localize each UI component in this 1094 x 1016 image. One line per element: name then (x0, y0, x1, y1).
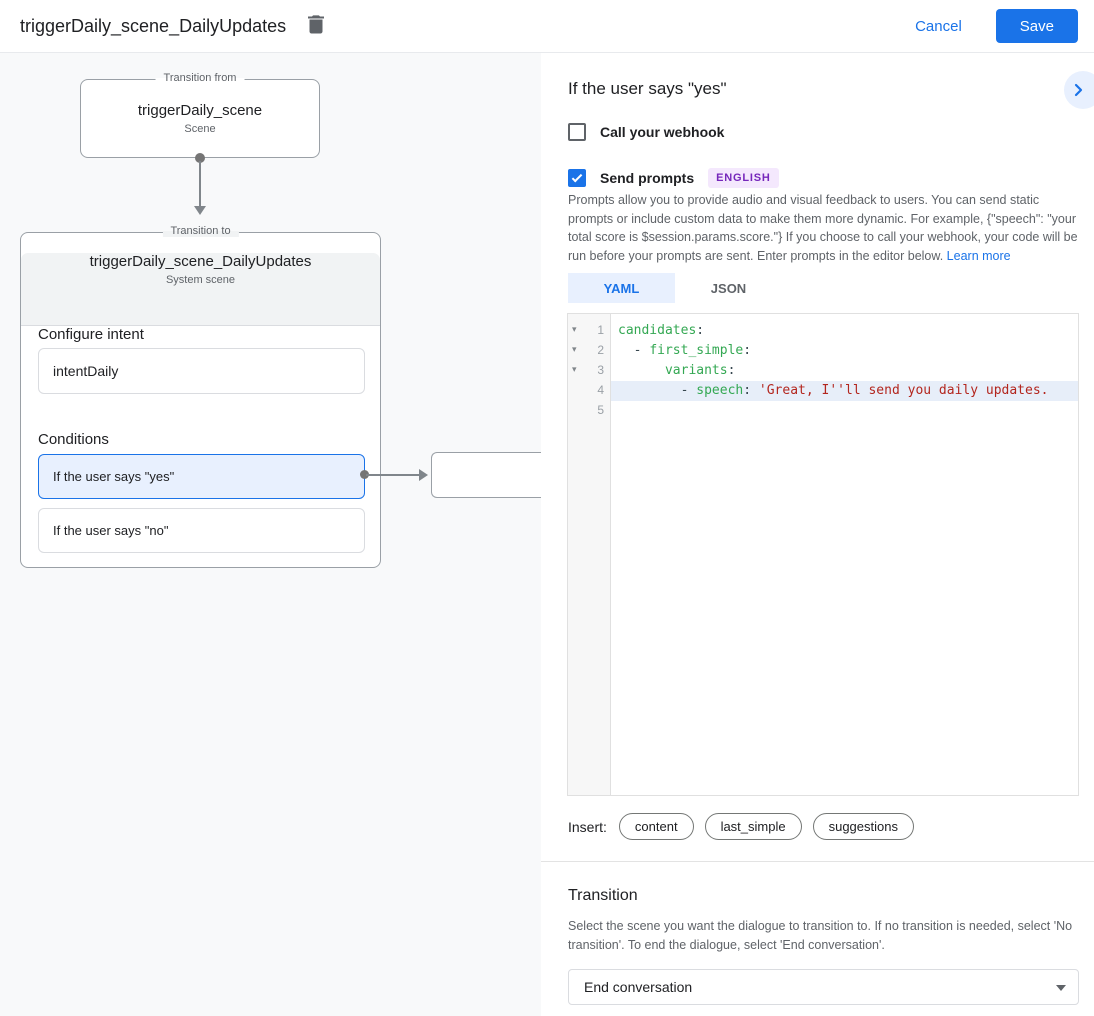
transition-target-node[interactable] (431, 452, 541, 498)
dropdown-caret-icon (1056, 985, 1066, 991)
top-bar: triggerDaily_scene_DailyUpdates Cancel S… (0, 0, 1094, 53)
insert-chip-content[interactable]: content (618, 813, 694, 840)
conditions-label: Conditions (38, 431, 109, 448)
section-divider (541, 861, 1094, 862)
code-line-highlighted: - speech: 'Great, I''ll send you daily u… (611, 381, 1078, 401)
insert-chip-last-simple[interactable]: last_simple (704, 813, 802, 840)
tab-json[interactable]: JSON (675, 273, 782, 303)
code-token (618, 363, 665, 378)
page-title: triggerDaily_scene_DailyUpdates (20, 15, 287, 36)
prompts-description-text: Prompts allow you to provide audio and v… (568, 193, 1078, 263)
code-token: 'Great, I''ll send you daily updates. (758, 383, 1049, 398)
code-line: - first_simple: (611, 341, 1078, 361)
transition-select[interactable]: End conversation (568, 969, 1079, 1005)
condition-item-yes[interactable]: If the user says "yes" (38, 454, 365, 499)
intent-value: intentDaily (53, 363, 119, 379)
connector-dot (195, 153, 205, 163)
transition-to-node[interactable]: Transition to triggerDaily_scene_DailyUp… (20, 225, 381, 568)
transition-select-value: End conversation (584, 979, 693, 995)
code-token: - (618, 343, 650, 358)
learn-more-link[interactable]: Learn more (946, 248, 1011, 263)
to-scene-subtitle: System scene (165, 274, 236, 286)
connector-line-vertical (199, 161, 201, 207)
transition-heading: Transition (568, 887, 638, 904)
code-line (611, 401, 1078, 421)
to-scene-title: triggerDaily_scene_DailyUpdates (89, 253, 312, 270)
cancel-button[interactable]: Cancel (915, 17, 962, 35)
arrow-right-icon (419, 469, 428, 481)
transition-description: Select the scene you want the dialogue t… (568, 919, 1073, 952)
scene-diagram-canvas[interactable]: Transition from triggerDaily_scene Scene… (0, 53, 541, 1016)
check-icon (571, 171, 583, 182)
send-prompts-checkbox[interactable] (568, 169, 586, 187)
connector-dot (360, 470, 369, 479)
code-token: first_simple (649, 343, 744, 358)
trash-icon (308, 15, 325, 37)
arrow-down-icon (194, 206, 206, 215)
call-webhook-label: Call your webhook (600, 124, 725, 140)
scene-card-header: triggerDaily_scene_DailyUpdates System s… (21, 253, 380, 326)
line-number: 3 (597, 363, 604, 377)
intent-field[interactable]: intentDaily (38, 348, 365, 394)
configure-intent-label: Configure intent (38, 326, 144, 343)
gutter-row: 4 (568, 381, 610, 401)
transition-to-legend: Transition to (162, 225, 239, 237)
code-token: candidates (618, 323, 697, 338)
line-number: 2 (597, 343, 604, 357)
gutter-row: ▾ 3 (568, 361, 610, 381)
code-line: variants: (611, 361, 1078, 381)
code-token: - (618, 383, 697, 398)
code-area[interactable]: candidates: - first_simple: variants: - … (611, 314, 1078, 795)
connector-line-horizontal (366, 474, 420, 476)
fold-arrow-icon[interactable]: ▾ (572, 364, 577, 374)
prompts-row: Send prompts ENGLISH (568, 168, 779, 188)
code-token: : (743, 343, 752, 358)
line-number: 1 (597, 323, 604, 337)
line-number: 4 (597, 383, 604, 397)
transition-from-node[interactable]: Transition from triggerDaily_scene Scene (80, 72, 320, 158)
transition-from-legend: Transition from (155, 72, 245, 84)
code-token: : (743, 383, 759, 398)
fold-arrow-icon[interactable]: ▾ (572, 344, 577, 354)
gutter-row: ▾ 1 (568, 321, 610, 341)
code-line: candidates: (611, 321, 1078, 341)
editor-tabs: YAML JSON (568, 273, 782, 303)
collapse-panel-button[interactable] (1064, 71, 1094, 109)
gutter-row: 5 (568, 401, 610, 421)
chevron-right-icon (1072, 83, 1086, 97)
from-scene-subtitle: Scene (184, 123, 216, 135)
insert-label: Insert: (568, 818, 607, 835)
code-token: : (727, 363, 736, 378)
call-webhook-checkbox[interactable] (568, 123, 586, 141)
from-scene-title: triggerDaily_scene (137, 102, 263, 119)
language-badge: ENGLISH (708, 168, 779, 188)
panel-heading: If the user says "yes" (568, 79, 727, 98)
gutter-row: ▾ 2 (568, 341, 610, 361)
fold-arrow-icon[interactable]: ▾ (572, 324, 577, 334)
yaml-code-editor[interactable]: ▾ 1 ▾ 2 ▾ 3 4 5 candidates: - first_simp… (567, 313, 1079, 796)
prompts-description: Prompts allow you to provide audio and v… (568, 191, 1080, 265)
condition-yes-label: If the user says "yes" (53, 469, 175, 484)
code-token: : (696, 323, 705, 338)
condition-no-label: If the user says "no" (53, 523, 169, 538)
code-token: speech (696, 383, 744, 398)
send-prompts-label: Send prompts (600, 170, 695, 186)
webhook-row: Call your webhook (568, 123, 724, 141)
insert-row: Insert: content last_simple suggestions (568, 813, 925, 840)
insert-chip-suggestions[interactable]: suggestions (812, 813, 914, 840)
code-token: variants (664, 363, 728, 378)
condition-detail-panel: If the user says "yes" Call your webhook… (541, 53, 1094, 1016)
condition-item-no[interactable]: If the user says "no" (38, 508, 365, 553)
save-button[interactable]: Save (995, 9, 1078, 43)
line-number: 5 (597, 403, 604, 417)
editor-gutter: ▾ 1 ▾ 2 ▾ 3 4 5 (568, 314, 611, 795)
delete-scene-button[interactable] (304, 14, 328, 38)
tab-yaml[interactable]: YAML (568, 273, 675, 303)
